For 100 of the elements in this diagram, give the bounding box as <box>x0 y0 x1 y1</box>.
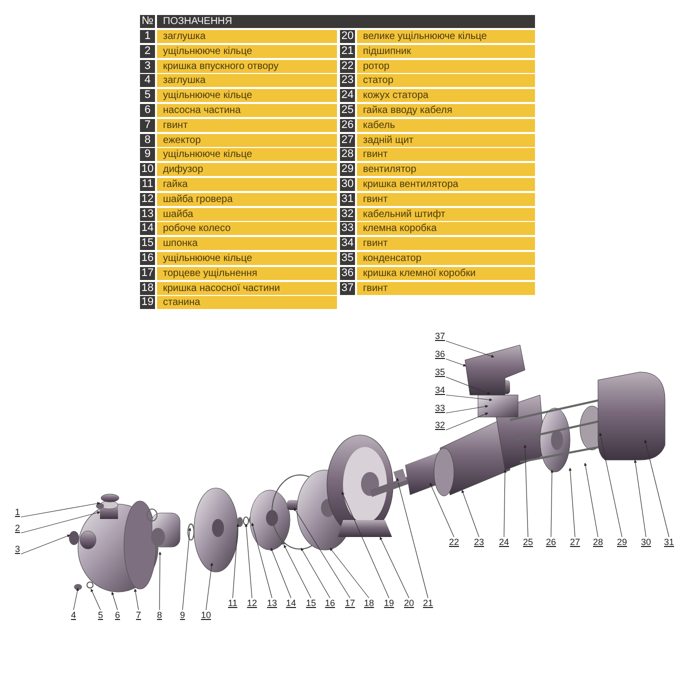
leader-line <box>430 482 454 538</box>
callout-number: 37 <box>434 331 446 341</box>
callout-number: 32 <box>434 420 446 430</box>
number-cell: 25 <box>340 104 355 117</box>
leader-line <box>342 492 390 598</box>
leader-line <box>90 588 101 610</box>
leader-line <box>20 511 100 534</box>
number-cell: 27 <box>340 134 355 147</box>
callout-number: 4 <box>70 610 78 620</box>
description-cell: гвинт <box>357 148 535 162</box>
leader-line <box>446 412 488 430</box>
number-cell: 20 <box>340 30 355 43</box>
callout-number: 26 <box>545 537 558 547</box>
description-cell: гайка вводу кабеля <box>357 104 535 117</box>
number-cell: 13 <box>140 208 155 221</box>
number-cell: 17 <box>140 266 155 280</box>
description-cell: гвинт <box>157 118 337 132</box>
leader-line <box>584 462 598 538</box>
description-cell: шпонка <box>157 237 337 250</box>
callout-number: 2 <box>14 523 22 533</box>
number-cell: 30 <box>340 178 355 191</box>
number-cell: 11 <box>140 178 155 191</box>
leader-line <box>568 468 576 538</box>
callout-number: 10 <box>200 610 212 620</box>
number-cell: 26 <box>340 118 355 132</box>
description-cell: вентилятор <box>357 163 535 176</box>
leader-line <box>644 440 670 538</box>
leader-line <box>524 444 528 538</box>
number-cell: 22 <box>340 60 355 73</box>
table-header-cell: ПОЗНАЧЕННЯ <box>157 15 535 28</box>
callout-number: 30 <box>640 537 652 547</box>
number-cell: 3 <box>140 60 155 73</box>
callout-number: 19 <box>383 598 396 608</box>
description-cell: торцеве ущільнення <box>157 266 337 280</box>
leader-line <box>396 478 428 598</box>
number-cell: 6 <box>140 104 155 117</box>
callout-number: 7 <box>135 610 142 620</box>
leader-line <box>270 548 292 598</box>
description-cell: ущільнююче кільце <box>157 148 337 162</box>
description-cell: насосна частина <box>157 104 337 117</box>
description-cell: клемна коробка <box>357 222 535 236</box>
leader-line <box>599 432 622 538</box>
description-cell: шайба гровера <box>157 192 337 206</box>
number-cell: 8 <box>140 134 155 147</box>
description-cell: ущільнююче кільце <box>157 252 337 265</box>
leader-line <box>446 358 466 366</box>
description-cell: гвинт <box>357 282 535 295</box>
callout-number: 1 <box>14 507 22 517</box>
leader-line <box>462 490 480 538</box>
number-cell: 35 <box>340 252 355 265</box>
description-cell: кришка насосної частини <box>157 282 337 295</box>
leader-line <box>111 592 118 610</box>
number-cell: 28 <box>340 148 355 162</box>
number-cell: 23 <box>340 74 355 88</box>
callout-number: 13 <box>266 598 278 608</box>
leader-line <box>20 502 100 518</box>
description-cell: ротор <box>357 60 535 73</box>
callout-number: 35 <box>434 367 446 377</box>
number-cell: 19 <box>140 296 155 310</box>
description-cell: гвинт <box>357 237 535 250</box>
description-cell: кожух статора <box>357 89 535 102</box>
leader-line <box>300 548 330 598</box>
description-cell: гвинт <box>357 192 535 206</box>
description-cell: дифузор <box>157 163 337 176</box>
table-header-cell: № <box>140 15 155 28</box>
callout-number: 15 <box>305 598 318 608</box>
description-cell: ущільнююче кільце <box>157 89 337 102</box>
callout-number: 9 <box>179 610 186 620</box>
description-cell: статор <box>357 74 535 88</box>
description-cell: конденсатор <box>357 252 535 265</box>
number-cell: 5 <box>140 89 155 102</box>
leader-line <box>446 376 490 394</box>
callout-number: 20 <box>403 598 416 608</box>
callout-number: 16 <box>324 598 336 608</box>
description-cell: ущільнююче кільце <box>157 44 337 58</box>
number-cell: 33 <box>340 222 355 236</box>
callout-number: 33 <box>434 403 446 413</box>
leader-line <box>634 460 646 538</box>
callout-number: 27 <box>569 537 582 547</box>
leader-line <box>182 528 192 610</box>
number-cell: 16 <box>140 252 155 265</box>
number-cell: 37 <box>340 282 355 295</box>
callout-number: 24 <box>498 537 510 547</box>
callout-number: 25 <box>522 537 534 547</box>
description-cell: кабель <box>357 118 535 132</box>
number-cell: 4 <box>140 74 155 88</box>
leader-line <box>20 534 70 554</box>
callout-number: 8 <box>156 610 164 620</box>
description-cell: станина <box>157 296 337 310</box>
description-cell: кабельний штифт <box>357 208 535 221</box>
leader-line <box>446 404 488 414</box>
number-cell: 9 <box>140 148 155 162</box>
number-cell: 12 <box>140 192 155 206</box>
leader-line <box>380 536 410 598</box>
callout-number: 6 <box>114 610 122 620</box>
number-cell: 15 <box>140 237 155 250</box>
callout-number: 5 <box>97 610 104 620</box>
number-cell: 21 <box>340 44 355 58</box>
number-cell: 24 <box>340 89 355 102</box>
number-cell: 10 <box>140 163 155 176</box>
